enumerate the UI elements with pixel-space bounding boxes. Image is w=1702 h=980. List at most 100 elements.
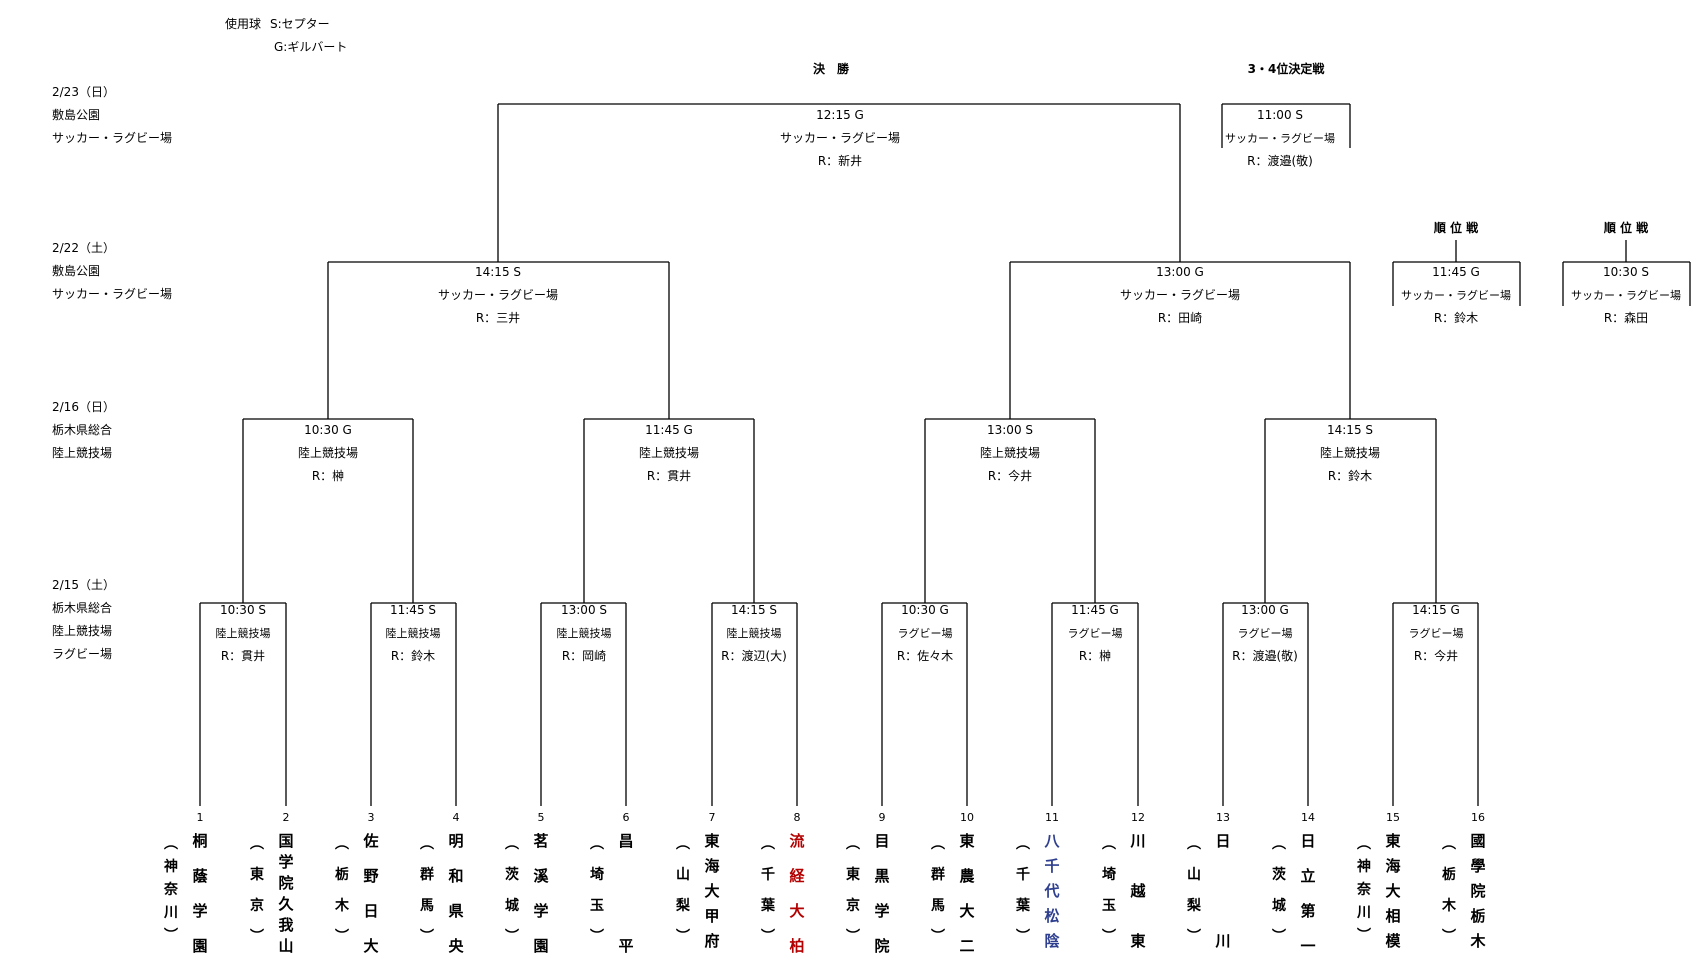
team-name-char: 桐	[192, 832, 208, 850]
match-sf1-referee: R：三井	[475, 311, 521, 325]
match-r1-4-time: 14:15 S	[730, 603, 778, 617]
match-r1-3-venue: 陸上競技場	[556, 627, 612, 640]
team-name: 國學院栃木	[1470, 832, 1486, 957]
team-prefecture-char: 玉	[590, 898, 604, 914]
team-prefecture-char: ︶	[676, 929, 690, 945]
team-prefecture-char: ︵	[505, 836, 519, 852]
team-prefecture-char: 茨	[505, 867, 519, 883]
team-prefecture-char: 京	[846, 898, 860, 914]
team-prefecture-char: 京	[250, 898, 264, 914]
match-r1-8-referee: R：今井	[1413, 649, 1459, 663]
team-prefecture-char: ︵	[1357, 836, 1371, 852]
round-label-first-round: 2/15（土） 栃木県総合 陸上競技場 ラグビー場	[52, 574, 115, 666]
team-name-char: 府	[704, 932, 720, 950]
team-prefecture-char: ︵	[761, 836, 775, 852]
team-prefecture-char: ︵	[164, 836, 178, 852]
team-seed-number: 5	[537, 811, 545, 824]
team-prefecture-char: 茨	[1272, 867, 1286, 883]
team-name-char: 川	[1215, 932, 1231, 950]
team-seed-number: 12	[1131, 811, 1145, 824]
team-name-char: 越	[1130, 882, 1146, 900]
team-name-char: 央	[448, 937, 464, 955]
match-final-time: 12:15 G	[816, 108, 864, 122]
team-prefecture: ︵東京︶	[249, 836, 265, 960]
team-prefecture-char: ︵	[931, 836, 945, 852]
team-seed-number: 9	[878, 811, 886, 824]
team-prefecture-char: 埼	[590, 867, 604, 883]
team-name-char: 院	[874, 937, 890, 955]
match-sf1-time: 14:15 S	[474, 265, 522, 279]
ball-g-note: G:ギルバート	[274, 40, 348, 54]
ball-s-note: S:セプター	[270, 17, 330, 31]
match-r1-3-referee: R：岡崎	[561, 649, 607, 663]
team-prefecture-char: ︵	[1272, 836, 1286, 852]
team-prefecture: ︵千葉︶	[760, 836, 776, 960]
team-seed-number: 16	[1471, 811, 1485, 824]
match-placement2-venue: サッカー・ラグビー場	[1571, 289, 1681, 302]
match-final-venue: サッカー・ラグビー場	[779, 131, 901, 145]
team-name-char: 昌	[618, 832, 634, 850]
team-prefecture-char: 神	[1357, 859, 1371, 875]
round-venue: 敷島公園	[52, 108, 101, 122]
team-name-char: 学	[874, 902, 890, 920]
match-qf1-referee: R：榊	[311, 469, 345, 483]
team-name-char: 黒	[874, 867, 890, 885]
team-seed-number: 4	[452, 811, 460, 824]
match-final-referee: R：新井	[817, 154, 863, 168]
team-prefecture: ︵栃木︶	[334, 836, 350, 960]
team-prefecture-char: 埼	[1102, 867, 1116, 883]
team-prefecture: ︵山梨︶	[675, 836, 691, 960]
team-name-char	[618, 902, 634, 937]
team-name: 昌平	[618, 832, 634, 972]
team-prefecture-char: ︶	[505, 929, 519, 945]
team-prefecture-char: 千	[761, 867, 775, 883]
team-name-char: 佐	[363, 832, 379, 850]
team-name-char	[1130, 857, 1146, 882]
match-r1-6-time: 11:45 G	[1071, 603, 1119, 617]
round-date: 2/22（土）	[52, 241, 115, 255]
team-prefecture-char: ︶	[761, 929, 775, 945]
match-sf2-referee: R：田崎	[1157, 311, 1203, 325]
team-prefecture-char: ︶	[1357, 928, 1371, 944]
team-prefecture-char: ︶	[1272, 929, 1286, 945]
team-name: 八千代松陰	[1044, 832, 1060, 957]
team-prefecture-char: 千	[1016, 867, 1030, 883]
team-prefecture-char: 群	[931, 867, 945, 883]
team-name-char: 大	[704, 882, 720, 900]
team-prefecture-char: 梨	[676, 898, 690, 914]
team-name-char: 大	[959, 902, 975, 920]
round-venue: サッカー・ラグビー場	[52, 287, 173, 301]
team-seed-number: 3	[367, 811, 375, 824]
team-prefecture-char: 城	[505, 898, 519, 914]
round-label-final: 2/23（日） 敷島公園 サッカー・ラグビー場	[52, 81, 172, 150]
team-prefecture-char: 馬	[420, 898, 434, 914]
team-name: 東海大甲府	[704, 832, 720, 957]
round-venue: 陸上競技場	[52, 446, 113, 460]
team-prefecture-char: 東	[250, 867, 264, 883]
match-r1-7-time: 13:00 G	[1241, 603, 1289, 617]
round-venue: サッカー・ラグビー場	[52, 131, 173, 145]
team-name-char: 東	[959, 832, 975, 850]
team-name-char: 我	[278, 916, 294, 934]
match-r1-5-referee: R：佐々木	[896, 649, 954, 663]
team-name-char	[1215, 857, 1231, 882]
team-seed-number: 15	[1386, 811, 1400, 824]
round-date: 2/15（土）	[52, 578, 115, 592]
team-name-char: 海	[1385, 857, 1401, 875]
team-prefecture-char: ︵	[1102, 836, 1116, 852]
team-name-char: 木	[1470, 932, 1486, 950]
team-name-char: 和	[448, 867, 464, 885]
team-prefecture: ︵ 茨城 ︶	[1271, 836, 1287, 960]
match-qf2-time: 11:45 G	[645, 423, 693, 437]
team-name-char: 東	[704, 832, 720, 850]
team-prefecture-char: 城	[1272, 898, 1286, 914]
team-seed-number: 10	[960, 811, 974, 824]
team-seed-number: 8	[793, 811, 801, 824]
team-name-char: 国	[278, 832, 294, 850]
team-prefecture-char: ︶	[590, 929, 604, 945]
team-name: 桐蔭学園	[192, 832, 208, 972]
team-name-char: 大	[789, 902, 805, 920]
team-prefecture-char: 山	[1187, 867, 1201, 883]
team-prefecture-char: ︵	[590, 836, 604, 852]
team-prefecture-char: 川	[164, 905, 178, 921]
